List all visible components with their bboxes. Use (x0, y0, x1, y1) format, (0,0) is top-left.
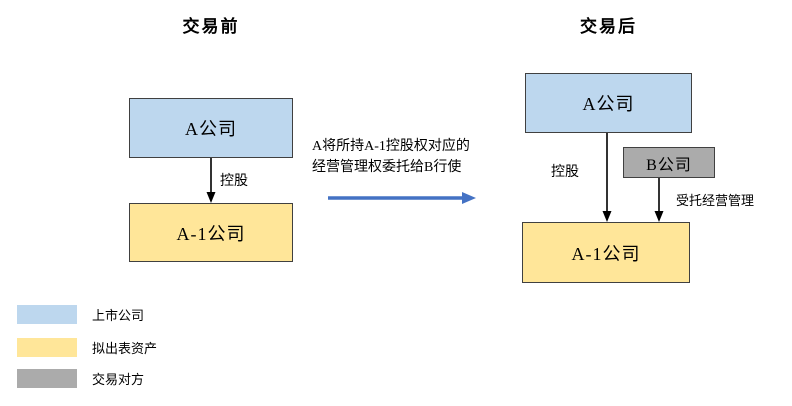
legend-label-deconsolidated-asset: 拟出表资产 (92, 341, 158, 356)
transition-arrow (328, 192, 476, 204)
after-holding-arrow (602, 133, 612, 222)
after-entrusted-label: 受托经营管理 (676, 193, 755, 208)
before-company-a-box: A公司 (129, 98, 293, 158)
after-title: 交易后 (580, 17, 637, 36)
legend-label-listed-company: 上市公司 (92, 308, 145, 323)
legend-item-deconsolidated-asset: 拟出表资产 (17, 338, 157, 357)
after-company-a-box: A公司 (525, 73, 692, 133)
after-entrusted-arrow (654, 178, 664, 222)
after-company-b-box: B公司 (623, 147, 715, 178)
before-company-a1-box: A-1公司 (129, 203, 293, 262)
legend-item-counterparty: 交易对方 (17, 369, 144, 388)
legend-swatch-deconsolidated-asset (17, 338, 77, 357)
transition-line1: A将所持A-1控股权对应的 (312, 139, 470, 154)
legend-label-counterparty: 交易对方 (92, 372, 145, 387)
before-holding-arrow (206, 158, 216, 203)
legend-swatch-listed-company (17, 305, 77, 324)
after-holding-label: 控股 (551, 165, 579, 180)
before-holding-label: 控股 (220, 174, 248, 189)
transition-line2: 经营管理权委托给B行使 (312, 160, 462, 175)
after-company-a1-box: A-1公司 (522, 222, 690, 283)
legend-item-listed-company: 上市公司 (17, 305, 144, 324)
before-title: 交易前 (182, 17, 240, 36)
legend-swatch-counterparty (17, 369, 77, 388)
transition-description: A将所持A-1控股权对应的 经营管理权委托给B行使 (312, 136, 470, 178)
